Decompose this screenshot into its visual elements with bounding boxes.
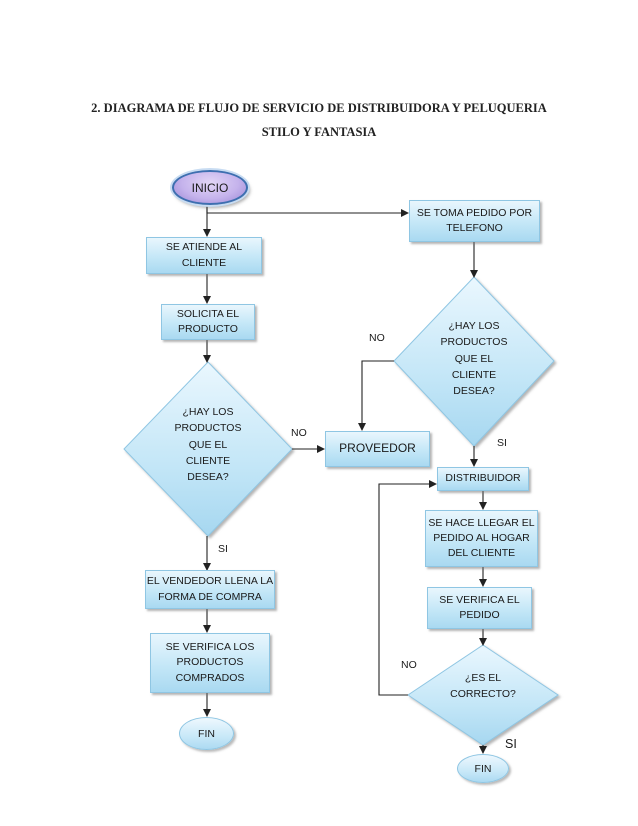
process-hace-llegar: SE HACE LLEGAR EL PEDIDO AL HOGAR DEL CL… — [425, 510, 538, 567]
process-verifica-productos-label: SE VERIFICA LOS PRODUCTOS COMPRADOS — [165, 641, 255, 684]
branch-si-correcto: SI — [505, 737, 517, 751]
process-solicita-producto: SOLICITA EL PRODUCTO — [161, 304, 255, 340]
process-vendedor-label: EL VENDEDOR LLENA LA FORMA DE COMPRA — [146, 575, 274, 603]
process-solicita-label: SOLICITA EL PRODUCTO — [176, 307, 240, 335]
branch-si-right: SI — [497, 437, 507, 449]
process-atiende-cliente: SE ATIENDE AL CLIENTE — [146, 237, 262, 274]
process-verifica-pedido: SE VERIFICA EL PEDIDO — [427, 587, 532, 629]
decision-left-shape — [123, 361, 293, 537]
branch-no-right: NO — [369, 332, 385, 344]
arrow-correcto-loop-back — [378, 480, 437, 696]
process-vendedor-forma: EL VENDEDOR LLENA LA FORMA DE COMPRA — [145, 570, 275, 609]
decision-correcto-label: ¿ES EL CORRECTO? — [450, 672, 516, 701]
page-title-line1: 2. DIAGRAMA DE FLUJO DE SERVICIO DE DIST… — [91, 101, 547, 115]
end-node-right: FIN — [457, 754, 509, 783]
process-proveedor: PROVEEDOR — [325, 431, 430, 467]
hace-llegar-label: SE HACE LLEGAR EL PEDIDO AL HOGAR DEL CL… — [428, 516, 535, 560]
page-title-line2: STILO Y FANTASIA — [261, 125, 377, 139]
branch-no-correcto: NO — [401, 659, 417, 671]
start-label: INICIO — [191, 180, 229, 195]
start-node: INICIO — [172, 170, 248, 205]
decision-left-label: ¿HAY LOS PRODUCTOS QUE EL CLIENTE DESEA? — [174, 406, 242, 484]
process-atiende-label: SE ATIENDE AL CLIENTE — [165, 241, 243, 269]
branch-si-left: SI — [218, 543, 228, 555]
process-verifica-productos: SE VERIFICA LOS PRODUCTOS COMPRADOS — [150, 633, 270, 693]
end-right-label: FIN — [474, 762, 492, 775]
process-telefono-label: SE TOMA PEDIDO POR TELEFONO — [416, 206, 533, 234]
arrow-decision-right-to-proveedor — [358, 360, 394, 431]
process-pedido-telefono: SE TOMA PEDIDO POR TELEFONO — [409, 200, 540, 242]
branch-no-left: NO — [291, 427, 307, 439]
arrow-inicio-to-telefono — [206, 206, 409, 217]
decision-right-label: ¿HAY LOS PRODUCTOS QUE EL CLIENTE DESEA? — [440, 320, 508, 398]
end-left-label: FIN — [198, 727, 215, 740]
verifica-pedido-label: SE VERIFICA EL PEDIDO — [439, 593, 520, 621]
proveedor-label: PROVEEDOR — [339, 441, 416, 456]
end-node-left: FIN — [179, 717, 234, 750]
distribuidor-label: DISTRIBUIDOR — [445, 472, 521, 485]
process-distribuidor: DISTRIBUIDOR — [437, 467, 529, 491]
